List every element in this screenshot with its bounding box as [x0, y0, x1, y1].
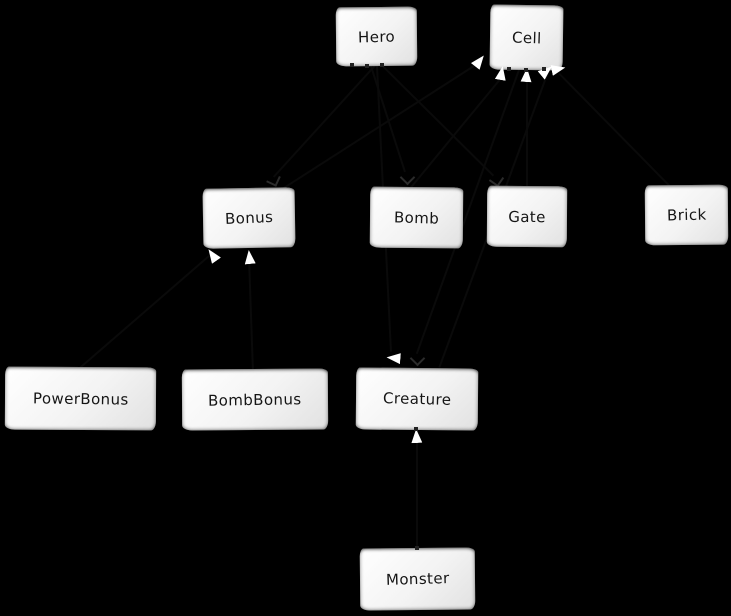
connector-tick: [542, 67, 546, 71]
class-bonus: Bonus: [202, 187, 296, 249]
class-bombbonus: BombBonus: [181, 368, 329, 431]
class-bombbonus-label: BombBonus: [208, 389, 302, 410]
class-brick-label: Brick: [666, 205, 707, 225]
class-gate-label: Gate: [508, 207, 546, 226]
class-creature: Creature: [355, 367, 479, 431]
class-bomb: Bomb: [369, 186, 464, 249]
class-cell: Cell: [489, 4, 564, 71]
class-monster-label: Monster: [385, 569, 450, 589]
edge-line: [558, 73, 671, 187]
class-hero-label: Hero: [357, 26, 396, 47]
class-gate: Gate: [486, 185, 568, 248]
connector-tick: [380, 63, 384, 67]
edge-line: [248, 258, 254, 371]
class-creature-label: Creature: [382, 389, 452, 409]
connector-tick: [415, 546, 419, 550]
edge-line: [526, 79, 528, 186]
class-hero: Hero: [335, 6, 418, 67]
connector-tick: [507, 67, 511, 71]
edge-line: [79, 251, 214, 369]
class-bomb-label: Bomb: [393, 207, 440, 228]
generalization-arrowhead-icon: [243, 249, 255, 264]
class-cell-label: Cell: [511, 28, 542, 47]
class-powerbonus: PowerBonus: [4, 366, 157, 431]
association-arrowhead-icon: [266, 172, 281, 187]
generalization-arrowhead-icon: [386, 352, 401, 364]
class-brick: Brick: [644, 184, 729, 246]
class-monster: Monster: [359, 547, 476, 611]
class-bonus-label: Bonus: [224, 207, 274, 229]
association-arrowhead-icon: [409, 350, 426, 367]
edge-line: [416, 443, 418, 548]
class-powerbonus-label: PowerBonus: [32, 388, 129, 409]
connector-tick: [414, 427, 418, 431]
connector-tick: [524, 68, 528, 72]
connector-tick: [365, 64, 369, 68]
connector-tick: [350, 63, 354, 67]
